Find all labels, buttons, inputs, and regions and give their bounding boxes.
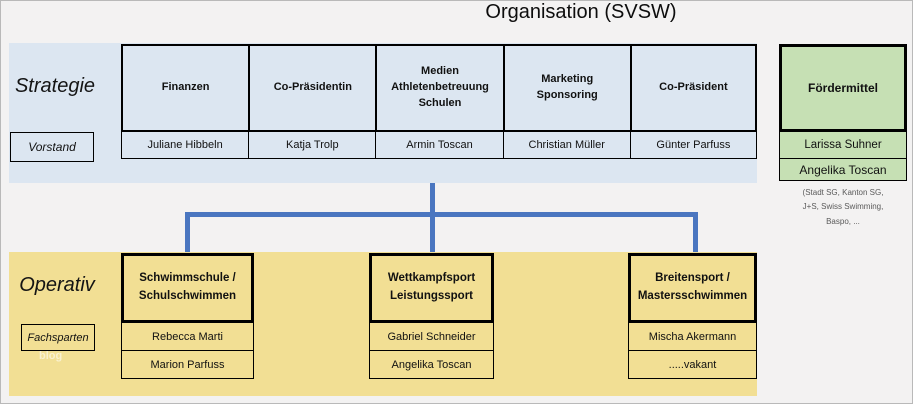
department-co-praesident: Co-Präsident Günter Parfuss [629,44,758,159]
fachsparten-box: Fachsparten [21,324,95,351]
foerdermittel-column: Fördermittel Larissa Suhner Angelika Tos… [779,44,907,229]
department-schwimmschule: Schwimmschule / Schulschwimmen Rebecca M… [121,253,254,379]
department-marketing: Marketing Sponsoring Christian Müller [502,44,630,159]
department-title: Wettkampfsport Leistungssport [369,253,494,323]
department-holder: Katja Trolp [248,132,376,159]
department-member: Marion Parfuss [121,351,254,379]
connector-horizontal [185,212,698,217]
foerdermittel-member: Angelika Toscan [779,159,907,181]
department-title: Marketing Sponsoring [502,44,630,132]
vorstand-departments-row: Finanzen Juliane Hibbeln Co-Präsidentin … [121,44,758,159]
department-holder: Christian Müller [502,132,630,159]
department-member: Rebecca Marti [121,323,254,351]
strategie-label: Strategie [14,75,96,97]
connector-vertical-right [693,217,698,253]
foerdermittel-member: Larissa Suhner [779,132,907,159]
department-title: Co-Präsidentin [248,44,376,132]
department-title: Medien Athletenbetreuung Schulen [375,44,503,132]
page-title: Organisation (SVSW) [485,1,677,23]
department-wettkampfsport: Wettkampfsport Leistungssport Gabriel Sc… [369,253,494,379]
watermark-text: blog [39,350,63,362]
department-co-praesidentin: Co-Präsidentin Katja Trolp [248,44,376,159]
connector-vertical-left [185,217,190,253]
department-breitensport: Breitensport / Mastersschwimmen Mischa A… [628,253,757,379]
department-holder: Armin Toscan [375,132,503,159]
department-member: .....vakant [628,351,757,379]
fachsparten-label: Fachsparten [27,331,89,344]
department-title: Finanzen [121,44,249,132]
department-holder: Günter Parfuss [629,132,758,159]
foerdermittel-note: (Stadt SG, Kanton SG, J+S, Swiss Swimmin… [802,188,884,226]
vorstand-label: Vorstand [28,140,76,154]
foerdermittel-box: Fördermittel [779,44,907,132]
department-member: Mischa Akermann [628,323,757,351]
department-medien: Medien Athletenbetreuung Schulen Armin T… [375,44,503,159]
department-member: Angelika Toscan [369,351,494,379]
vorstand-box: Vorstand [10,132,94,162]
department-title: Schwimmschule / Schulschwimmen [121,253,254,323]
operativ-label: Operativ [19,274,95,296]
department-holder: Juliane Hibbeln [121,132,249,159]
department-title: Co-Präsident [629,44,758,132]
department-title: Breitensport / Mastersschwimmen [628,253,757,323]
department-finanzen: Finanzen Juliane Hibbeln [121,44,249,159]
department-member: Gabriel Schneider [369,323,494,351]
connector-vertical-center [430,183,435,253]
